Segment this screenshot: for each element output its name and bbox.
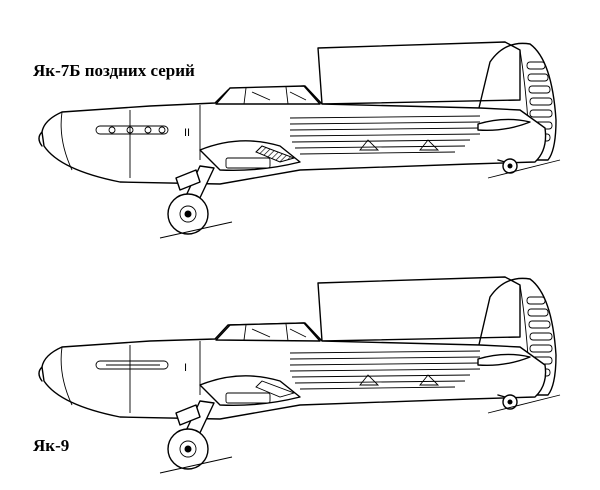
fuselage-slots [289,115,481,155]
panel-marking: I [184,362,187,374]
caption-yak9: Як-9 [33,436,70,455]
propeller-spinner [38,366,43,382]
main-wheel-hub [179,205,197,223]
tail-wheel-axle [507,399,513,405]
fuselage-hatch [359,374,380,386]
tail-fin [477,277,557,396]
exhaust-stacks [95,360,169,370]
wing [199,375,301,406]
fuselage [41,85,547,185]
canopy-frames [243,86,307,105]
cockpit-canopy [215,322,321,342]
horizontal-stabilizer [477,118,531,132]
canopy-frames [243,323,307,342]
flap [225,157,271,169]
fuselage-hatch [419,139,440,151]
aircraft-drawing-yak7b: II [38,41,561,239]
ground-line [159,221,233,239]
aircraft-yak7b-group: II [38,41,561,239]
horizontal-stabilizer [477,353,531,367]
main-wheel-hub [179,440,197,458]
aircraft-drawing-yak9: I [38,276,561,474]
wing-root-fairing [255,145,296,163]
cowling-line [60,346,73,406]
fuselage-slots [289,350,481,390]
ground-line [159,456,233,474]
panel-marking: II [184,127,190,139]
flap [225,392,271,404]
ground-line [487,394,561,414]
tail-fin [477,42,557,161]
wing-root-fairing [255,380,296,398]
tail-wheel-axle [507,163,513,169]
fuselage-hatch [419,374,440,386]
rear-canopy [317,41,521,105]
propeller-spinner [38,131,43,147]
caption-yak7b: Як-7Б поздних серий [33,61,195,80]
main-wheel-axle [184,445,192,453]
ground-line [487,159,561,179]
main-wheel-axle [184,210,192,218]
wing [199,140,301,171]
cockpit-canopy [215,85,321,105]
cowling-line [60,111,73,171]
gear-door [175,169,201,191]
aircraft-yak9-group: I [38,276,561,474]
gear-door [175,404,201,426]
rear-canopy [317,276,521,342]
fuselage-hatch [359,139,380,151]
